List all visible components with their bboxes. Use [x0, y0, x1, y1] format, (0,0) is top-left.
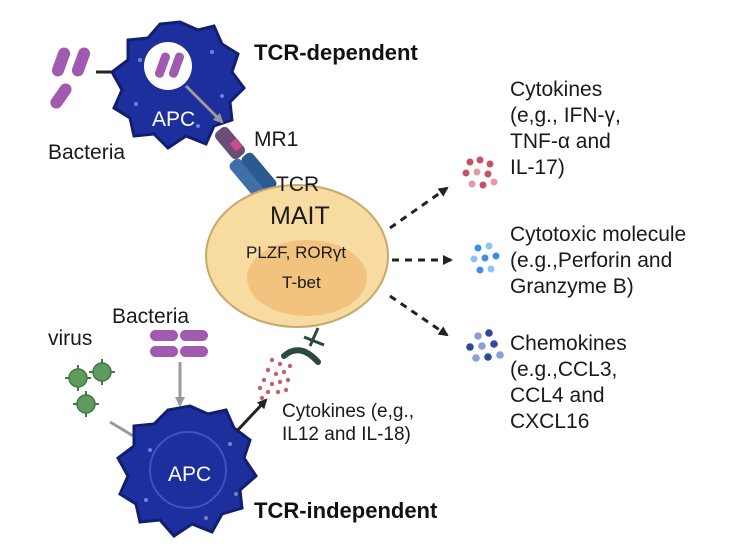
cytotoxic-dots-icon: [470, 242, 500, 274]
output-chemokines-line3: CCL4 and: [510, 384, 605, 407]
mait-tf-line1: PLZF, RORγt: [246, 243, 347, 262]
input-cytokine-dots-icon: [257, 357, 293, 401]
output-cytotoxic-line1: Cytotoxic molecule: [510, 223, 687, 246]
virus-icon: [65, 359, 115, 417]
arrow-antigen-to-mr1: [184, 84, 224, 124]
arrow-apc-to-cytokines: [234, 398, 268, 434]
output-chemokines-label: Chemokines (e.g.,CCL3, CCL4 and CXCL16: [510, 331, 627, 435]
bacteria-icon-bottom: [150, 330, 208, 357]
input-cytokines-line2: IL12 and IL-18): [282, 424, 411, 445]
mait-tf-line2: T-bet: [282, 273, 321, 292]
dashed-arrow-to-chemokines: [389, 294, 449, 337]
cytokine-dots-icon: [462, 156, 498, 189]
output-chemokines-line4: CXCL16: [510, 410, 590, 433]
tcr-dependent-heading: TCR-dependent: [254, 40, 418, 65]
mr1-label: MR1: [254, 128, 299, 151]
virus-label: virus: [48, 327, 93, 350]
output-cytokines-line2: (e,g., IFN-γ,: [510, 104, 621, 127]
output-cytokines-line3: TNF-α and: [510, 130, 611, 153]
mait-cell-icon: [205, 184, 389, 328]
tcr-independent-heading: TCR-independent: [254, 498, 438, 523]
output-cytotoxic-label: Cytotoxic molecule (e.g.,Perforin and Gr…: [510, 222, 686, 300]
chemokine-dots-icon: [466, 329, 504, 362]
output-cytokines-label: Cytokines (e,g., IFN-γ, TNF-α and IL-17): [510, 77, 621, 181]
output-chemokines-line1: Chemokines: [510, 332, 627, 355]
mr1-receptor-icon: [214, 126, 246, 160]
output-cytokines-line4: IL-17): [510, 156, 565, 179]
output-cytotoxic-line3: Granzyme B): [510, 275, 634, 298]
dashed-arrow-to-cytokines: [389, 186, 449, 230]
bacteria-icon: [50, 47, 91, 109]
input-cytokines-label: Cytokines (e,g., IL12 and IL-18): [282, 400, 414, 446]
mait-label: MAIT: [270, 202, 330, 230]
bacteria-label-top: Bacteria: [48, 141, 126, 164]
bacteria-label-bottom: Bacteria: [112, 305, 190, 328]
output-cytokines-line1: Cytokines: [510, 78, 603, 101]
apc-label-top: APC: [152, 108, 196, 131]
apc-cell-icon-bottom: [116, 404, 258, 538]
apc-label-bottom: APC: [168, 463, 212, 486]
tcr-label: TCR: [276, 173, 320, 196]
apc-cell-icon: [110, 20, 246, 150]
inhibit-receptor-icon: [281, 327, 325, 365]
output-chemokines-line2: (e.g.,CCL3,: [510, 358, 618, 381]
output-cytotoxic-line2: (e.g.,Perforin and: [510, 249, 673, 272]
tcr-receptor-icon: [229, 152, 277, 198]
input-cytokines-line1: Cytokines (e,g.,: [282, 401, 414, 422]
